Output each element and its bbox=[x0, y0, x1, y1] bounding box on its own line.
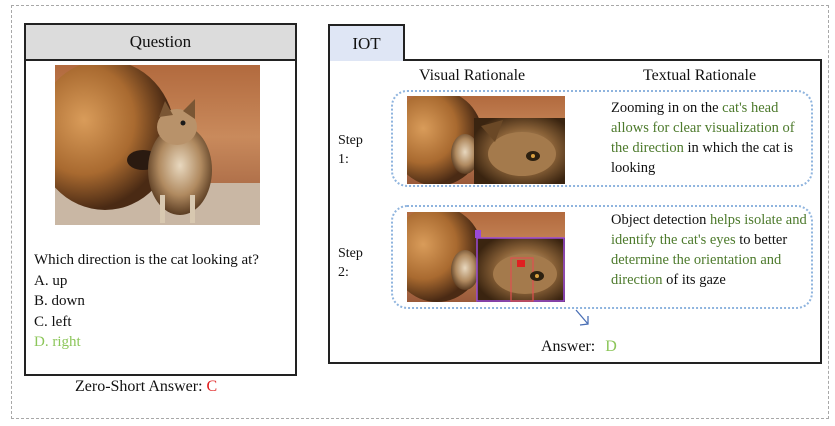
zero-shot-label: Zero-Short Answer: bbox=[75, 378, 203, 395]
step-2-box bbox=[391, 205, 813, 309]
down-arrow-icon bbox=[575, 309, 589, 326]
step-2-visual bbox=[407, 212, 565, 302]
textual-rationale-header: Textual Rationale bbox=[643, 67, 757, 84]
iot-tab: IOT bbox=[328, 24, 405, 61]
zero-shot-value: C bbox=[206, 378, 218, 395]
step-1-visual bbox=[407, 96, 565, 184]
question-header: Question bbox=[26, 25, 295, 61]
option-d: D. right bbox=[34, 334, 81, 350]
step-2-rationale: Object detection helps isolate and ident… bbox=[611, 212, 807, 288]
option-a: A. up bbox=[34, 272, 68, 289]
step-1-label: Step 1: bbox=[338, 133, 363, 167]
outer-frame bbox=[11, 5, 829, 419]
answer-label: Answer: bbox=[541, 338, 596, 355]
question-text: Which direction is the cat looking at? bbox=[34, 252, 259, 268]
question-text-block: Which direction is the cat looking at? A… bbox=[34, 250, 284, 353]
step-1-rationale: Zooming in on the cat's head allows for … bbox=[611, 100, 795, 176]
iot-answer: Answer: D bbox=[541, 338, 617, 356]
option-b: B. down bbox=[34, 293, 85, 309]
step-1-box bbox=[391, 90, 813, 187]
step-2-label: Step 2: bbox=[338, 246, 363, 280]
option-c: C. left bbox=[34, 313, 72, 330]
dog-cat-photo bbox=[55, 65, 260, 225]
question-panel: Question Which direction is the cat look… bbox=[24, 23, 297, 376]
answer-value: D bbox=[605, 338, 617, 355]
zero-shot-answer: Zero-Short Answer: C bbox=[75, 378, 217, 396]
visual-rationale-header: Visual Rationale bbox=[419, 67, 526, 84]
